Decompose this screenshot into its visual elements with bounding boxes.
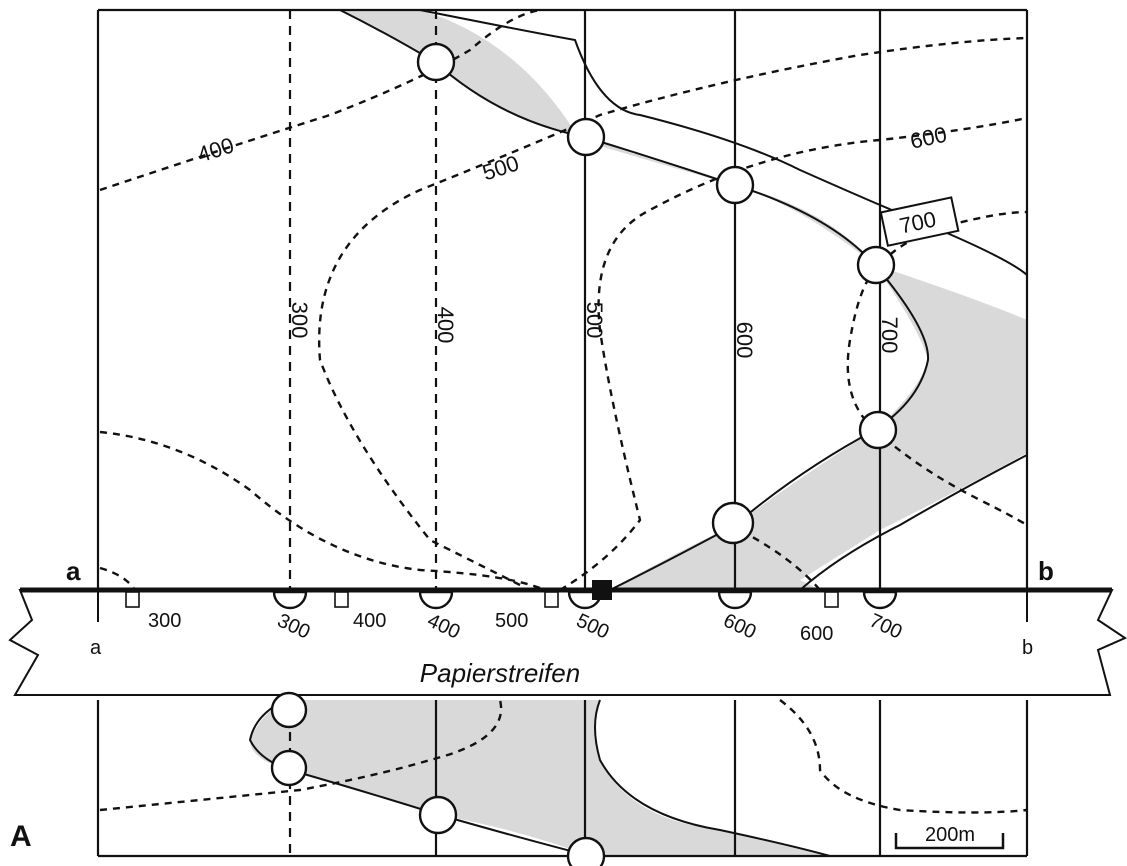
intersection-point	[566, 117, 606, 157]
lower-contour-2	[779, 699, 1028, 814]
strip-end-label: b	[1022, 637, 1033, 659]
boundary-tick-mark	[717, 590, 753, 610]
contour-tick-label: 400	[353, 610, 386, 632]
intersection-point	[715, 165, 755, 205]
scale-bar-background	[886, 820, 1008, 848]
scale-bar: 200m	[886, 820, 1008, 850]
intersection-point	[270, 749, 308, 787]
contour-label-500: 500	[479, 150, 522, 185]
intersection-point	[418, 795, 458, 835]
contour-500	[99, 36, 1028, 592]
contour-tick-label: 600	[800, 623, 833, 645]
strip-title: Papierstreifen	[420, 658, 580, 688]
intersection-point	[711, 501, 755, 545]
strike-line-label: 500	[582, 302, 607, 339]
boundary-tick-mark	[862, 590, 898, 610]
label-box	[879, 196, 960, 247]
intersection-point	[858, 410, 898, 450]
lower-layer-boundary-2	[594, 699, 831, 857]
strike-line-label: 300	[287, 302, 312, 339]
strip-start-label: a	[90, 637, 102, 659]
panel-label: A	[10, 820, 32, 853]
lower-contour-1	[99, 699, 503, 812]
boundary-tick-mark	[272, 590, 308, 610]
upper-map: 300 400 500 600 700 400 500 600 700 a b	[66, 8, 1054, 592]
profile-end-label: b	[1038, 556, 1054, 586]
contour-tick-label: 500	[495, 610, 528, 632]
strike-line-label: 600	[732, 322, 757, 359]
contour-tick-mark	[334, 591, 349, 608]
strike-line-label: 400	[433, 307, 458, 344]
paper-strip: a b 300 400 500 600 300 400 500 600 700 …	[8, 580, 1127, 696]
lower-map: 200m A	[10, 691, 1029, 866]
contour-tick-mark	[125, 591, 140, 608]
contour-600	[559, 116, 1028, 592]
contour-label-700-box: 700	[879, 196, 960, 247]
contour-tick-label: 300	[148, 610, 181, 632]
shaded-layer-band	[340, 10, 1027, 590]
profile-intersection-marker	[592, 580, 612, 600]
boundary-tick-mark	[418, 590, 454, 610]
intersection-point	[566, 836, 606, 866]
contour-label-400: 400	[194, 132, 237, 167]
contour-400	[99, 8, 541, 192]
intersection-point	[856, 245, 896, 285]
contour-tick-mark	[824, 591, 839, 608]
layer-lower-boundary-bottom	[799, 454, 1028, 591]
contour-300-tail	[99, 566, 136, 591]
scale-bar-label: 200m	[925, 824, 975, 846]
lower-shaded-band	[250, 700, 830, 856]
paper-strip-shape	[8, 589, 1127, 696]
contour-700-tail	[874, 429, 1028, 527]
profile-start-label: a	[66, 556, 81, 586]
intersection-point	[270, 691, 308, 729]
contour-tick-mark	[544, 591, 559, 608]
strike-line-label: 700	[877, 317, 902, 354]
contour-label-600: 600	[908, 122, 949, 154]
intersection-point	[416, 42, 456, 82]
scale-bar-line	[894, 833, 1005, 850]
